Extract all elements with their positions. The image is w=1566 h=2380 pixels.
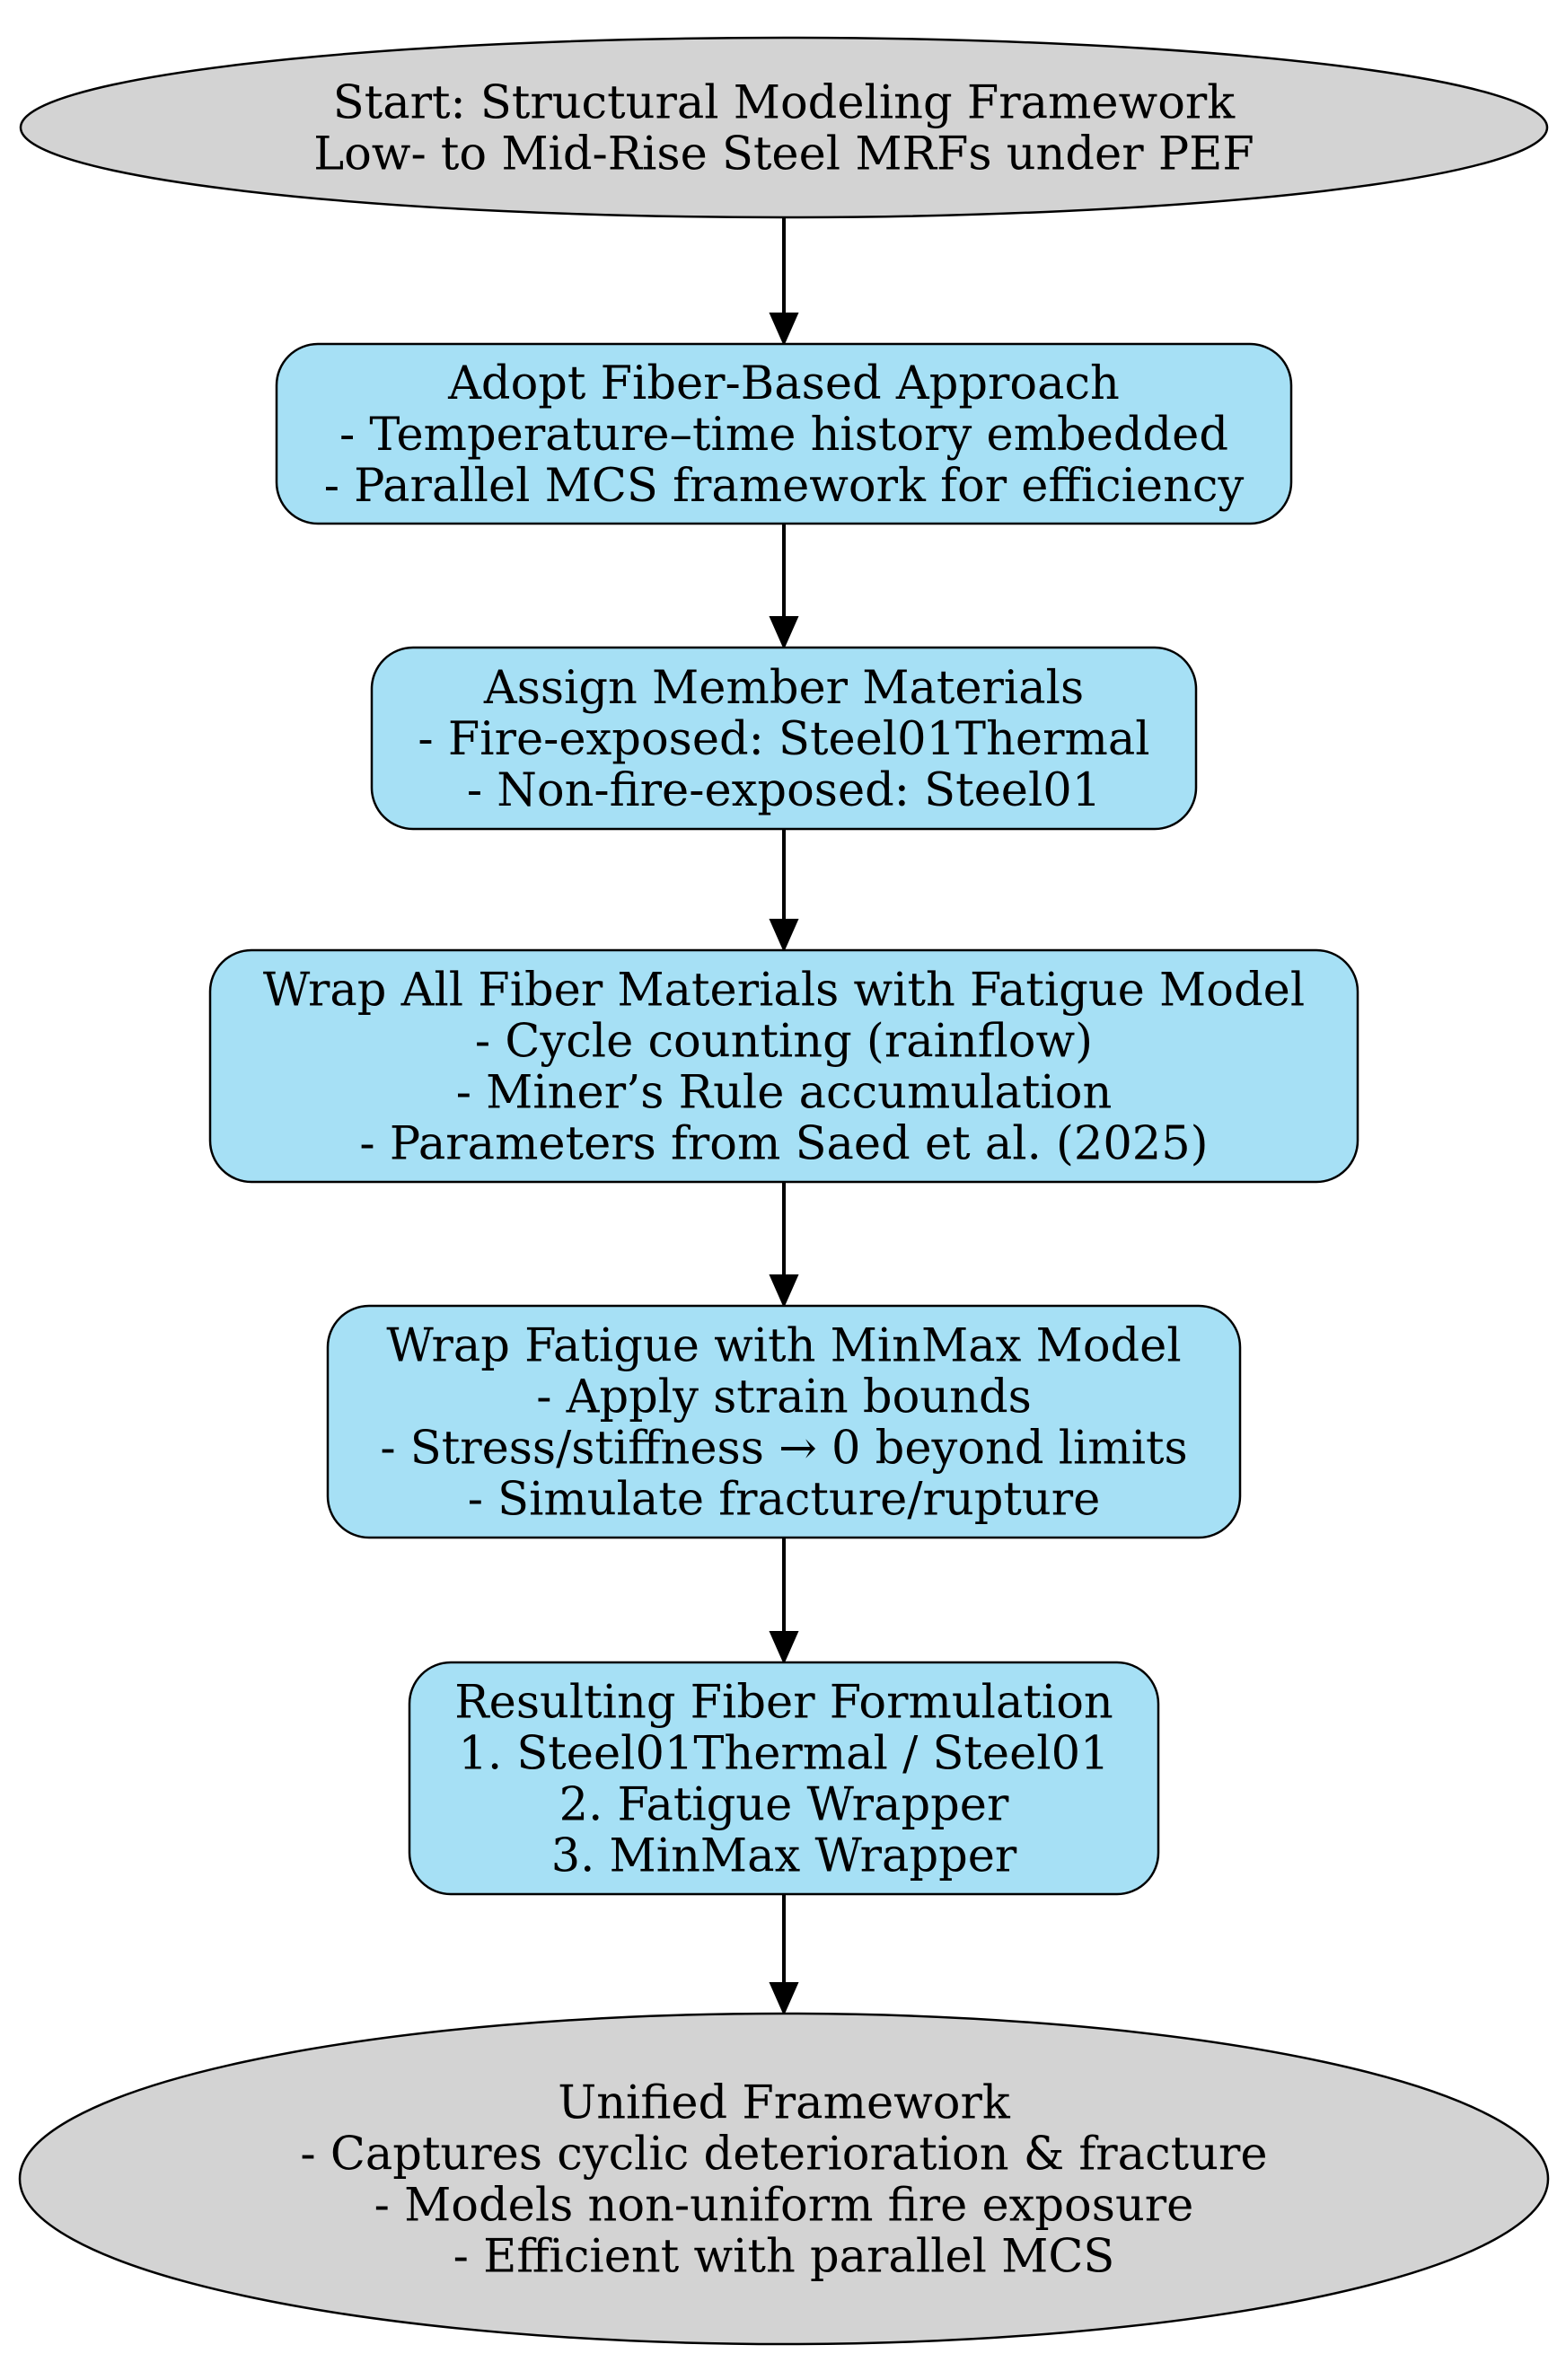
node-title: Resulting Fiber Formulation [454, 1676, 1113, 1729]
arrowhead [769, 919, 799, 953]
process-box [370, 646, 1198, 831]
node-detail-line: - Simulate fracture/rupture [468, 1473, 1101, 1526]
node-title: Adopt Fiber-Based Approach [447, 357, 1120, 410]
node-detail-line: - Miner’s Rule accumulation [456, 1066, 1113, 1119]
node-detail-line: - Cycle counting (rainflow) [475, 1015, 1093, 1068]
node-minmax-model: Wrap Fatigue with MinMax Model- Apply st… [326, 1304, 1242, 1539]
node-detail-line: - Apply strain bounds [536, 1371, 1032, 1424]
process-box [275, 342, 1293, 525]
arrowhead [769, 616, 799, 650]
start-terminal-ellipse [19, 36, 1549, 219]
node-detail-line: - Captures cyclic deterioration & fractu… [300, 2128, 1267, 2181]
node-fiber-approach: Adopt Fiber-Based Approach- Temperature–… [275, 342, 1293, 525]
node-start: Start: Structural Modeling FrameworkLow-… [19, 36, 1549, 219]
arrowhead [769, 313, 799, 347]
arrow-member-materials-to-fatigue-model [769, 829, 799, 953]
node-detail-line: - Parallel MCS framework for efficiency [324, 460, 1245, 513]
arrowhead [769, 1631, 799, 1665]
end-terminal-ellipse [18, 2012, 1550, 2346]
node-detail-line: 2. Fatigue Wrapper [559, 1778, 1009, 1831]
arrowhead [769, 1274, 799, 1309]
node-title: Wrap Fatigue with MinMax Model [386, 1319, 1181, 1372]
node-title: Assign Member Materials [483, 662, 1084, 715]
node-title: Unified Framework [558, 2076, 1011, 2129]
node-detail-line: - Efficient with parallel MCS [453, 2230, 1115, 2283]
arrow-start-to-fiber-approach [769, 217, 799, 347]
arrow-fiber-approach-to-member-materials [769, 524, 799, 650]
node-detail-line: - Stress/stiffness → 0 beyond limits [380, 1422, 1187, 1475]
node-title: Start: Structural Modeling Framework [333, 76, 1236, 129]
process-box [408, 1661, 1160, 1896]
nodes-layer: Start: Structural Modeling FrameworkLow-… [18, 36, 1550, 2346]
node-detail-line: 3. MinMax Wrapper [551, 1829, 1017, 1882]
node-detail-line: - Temperature–time history embedded [339, 409, 1228, 462]
node-detail-line: - Non-fire-exposed: Steel01 [467, 764, 1101, 817]
arrow-fatigue-model-to-minmax-model [769, 1182, 799, 1309]
edges-layer [769, 217, 799, 2016]
node-detail-line: - Fire-exposed: Steel01Thermal [418, 713, 1149, 766]
node-detail-line: - Parameters from Saed et al. (2025) [359, 1117, 1208, 1170]
node-detail-line: 1. Steel01Thermal / Steel01 [459, 1727, 1110, 1780]
node-detail-line: Low- to Mid-Rise Steel MRFs under PEF [313, 128, 1254, 181]
node-title: Wrap All Fiber Materials with Fatigue Mo… [263, 964, 1305, 1017]
process-box [208, 948, 1359, 1184]
node-unified-framework: Unified Framework- Captures cyclic deter… [18, 2012, 1550, 2346]
process-box [326, 1304, 1242, 1539]
node-member-materials: Assign Member Materials- Fire-exposed: S… [370, 646, 1198, 831]
node-detail-line: - Models non-uniform fire exposure [374, 2179, 1194, 2232]
arrow-minmax-model-to-fiber-formulation [769, 1538, 799, 1665]
arrow-fiber-formulation-to-unified-framework [769, 1894, 799, 2016]
node-fatigue-model: Wrap All Fiber Materials with Fatigue Mo… [208, 948, 1359, 1184]
arrowhead [769, 1982, 799, 2016]
